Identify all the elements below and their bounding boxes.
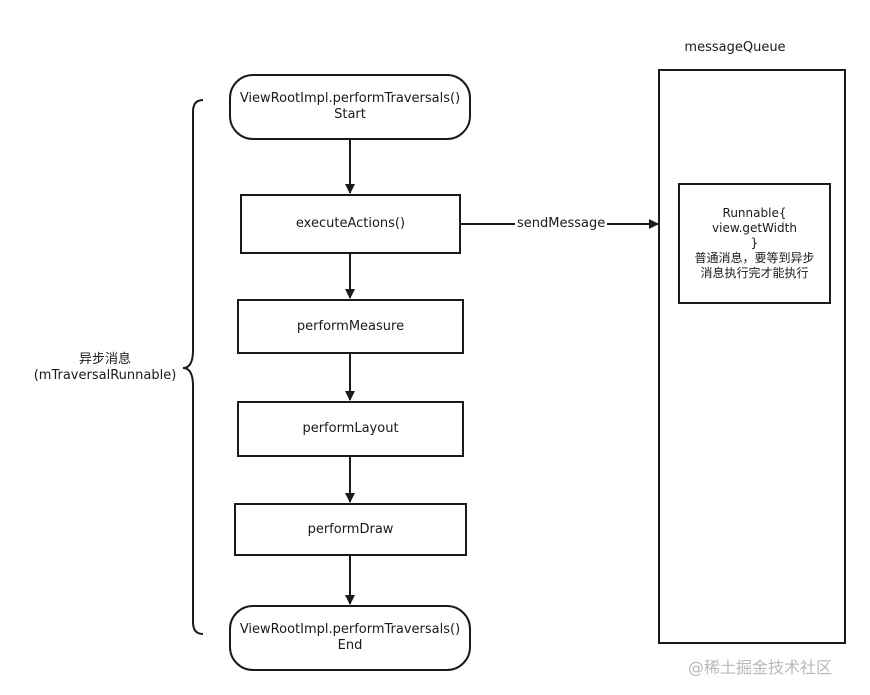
runnable-box: Runnable{ view.getWidth } 普通消息，要等到异步 消息执…: [678, 183, 831, 304]
watermark-text: @稀土掘金技术社区: [688, 658, 833, 677]
start-node-line1: ViewRootImpl.performTraversals(): [239, 91, 461, 106]
perform-measure-label: performMeasure: [296, 318, 405, 334]
perform-draw-node: performDraw: [234, 503, 467, 556]
runnable-line2: view.getWidth: [712, 221, 797, 235]
runnable-line5: 消息执行完才能执行: [700, 266, 809, 280]
perform-layout-node: performLayout: [237, 401, 464, 457]
perform-measure-node: performMeasure: [237, 299, 464, 354]
runnable-line3: }: [750, 236, 759, 250]
start-node: ViewRootImpl.performTraversals() Start: [229, 74, 471, 140]
perform-draw-label: performDraw: [307, 521, 394, 537]
start-node-line2: Start: [334, 107, 366, 122]
send-message-label: sendMessage: [515, 216, 608, 232]
message-queue-box: [658, 69, 846, 644]
end-node: ViewRootImpl.performTraversals() End: [229, 605, 471, 671]
perform-layout-label: performLayout: [302, 421, 399, 436]
end-node-line1: ViewRootImpl.performTraversals(): [239, 622, 461, 637]
curly-brace: [182, 99, 204, 635]
brace-label-line2: (mTraversalRunnable): [33, 368, 177, 383]
runnable-line4: 普通消息，要等到异步: [694, 251, 815, 265]
brace-label-line1: 异步消息: [78, 352, 131, 367]
runnable-line1: Runnable{: [722, 206, 787, 220]
brace-label: 异步消息 (mTraversalRunnable): [20, 352, 190, 384]
execute-actions-label: executeActions(): [295, 216, 406, 231]
end-node-line2: End: [337, 638, 363, 653]
execute-actions-node: executeActions(): [240, 194, 461, 254]
queue-title: messageQueue: [684, 40, 786, 55]
